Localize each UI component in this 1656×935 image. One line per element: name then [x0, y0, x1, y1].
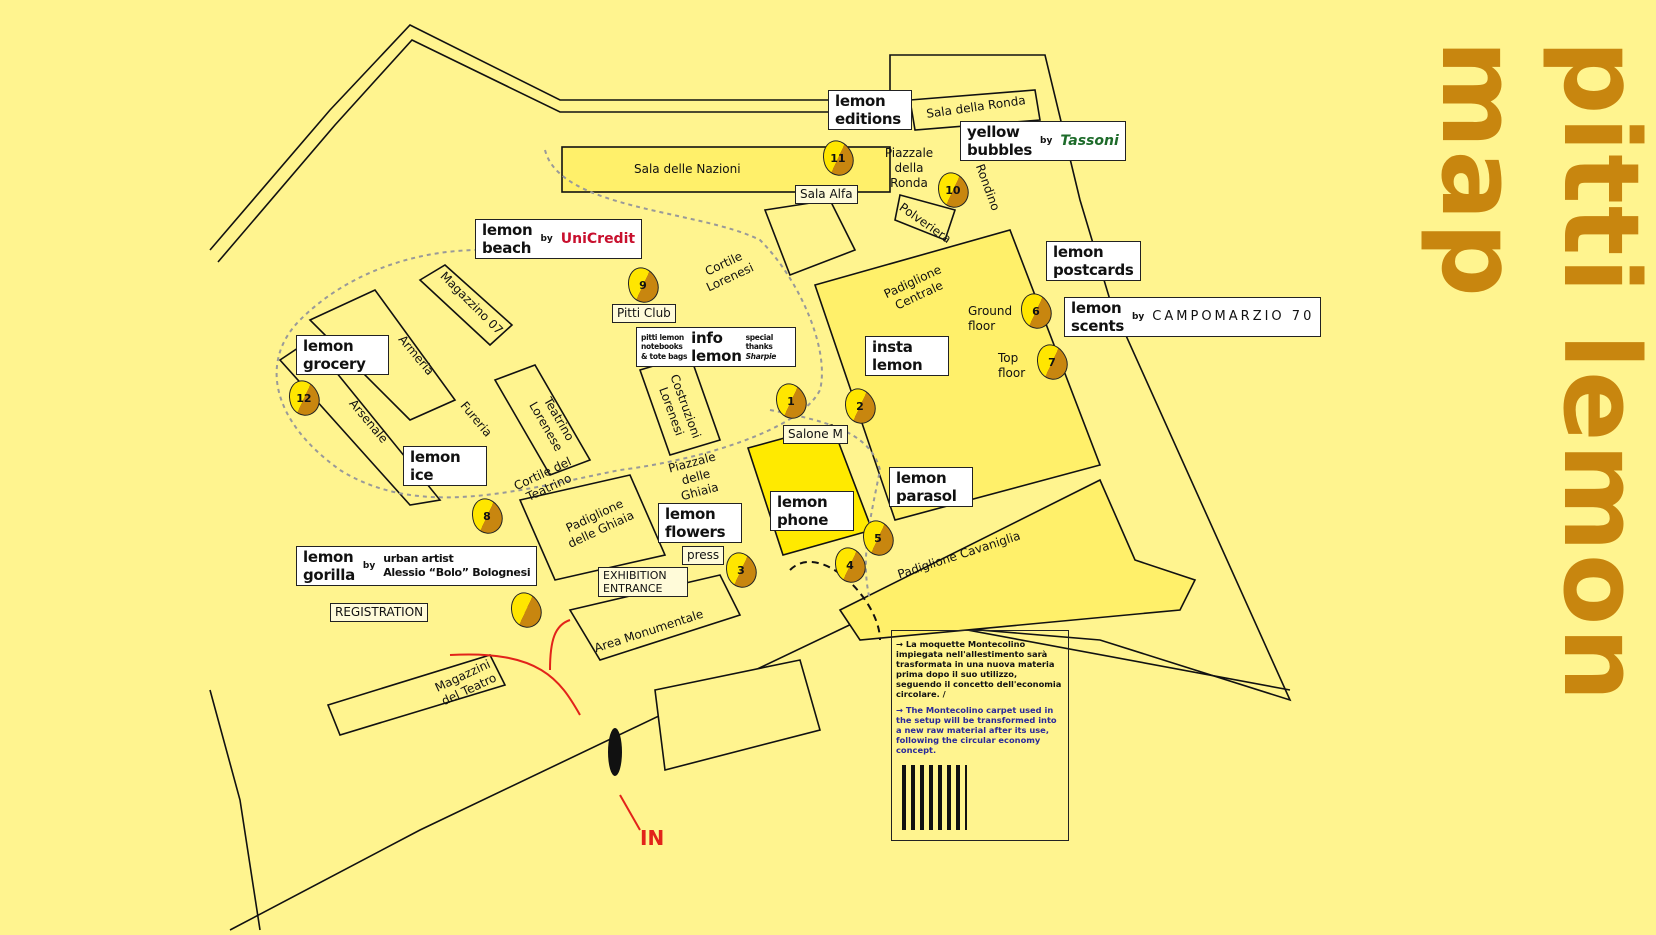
- circular-economy-note: → La moquette Montecolino impiegata nell…: [891, 630, 1069, 841]
- teatrino-building: [493, 364, 592, 476]
- pin-number: 11: [830, 151, 846, 165]
- sign-text: pitti lemon: [641, 332, 684, 342]
- tag-salone-m[interactable]: Salone M: [783, 425, 848, 444]
- magazzini-teatro-building: [326, 654, 507, 736]
- sign-text: phone: [777, 511, 829, 529]
- tag-press[interactable]: press: [682, 546, 725, 565]
- sala-alfa-building: [763, 199, 857, 277]
- sign-text: Alessio “Bolo” Bolognesi: [383, 566, 531, 579]
- sign-text: gorilla: [303, 566, 355, 584]
- pin-number: 10: [945, 183, 961, 197]
- by-text: by: [1131, 311, 1145, 322]
- magazzino-building: [418, 264, 514, 347]
- gate-opening: [608, 728, 622, 776]
- note-english: → The Montecolino carpet used in the set…: [896, 705, 1057, 755]
- salone-m-building: [746, 424, 874, 556]
- by-text: by: [362, 560, 376, 571]
- gate-building: [654, 659, 821, 772]
- path-dotted-2: [769, 409, 882, 601]
- campomarzio-logo: CAMPOMARZIO 70: [1152, 309, 1315, 324]
- polveriera-building: [894, 194, 957, 242]
- area-ground-floor: Ground floor: [968, 304, 1013, 333]
- pin-number: 3: [737, 563, 745, 577]
- by-text: by: [1040, 135, 1053, 146]
- sign-text: lemon: [896, 469, 947, 487]
- sign-text: lemon: [482, 221, 533, 239]
- pin-number: 2: [856, 399, 864, 413]
- route-arrow: [449, 653, 581, 716]
- sign-text: editions: [835, 110, 901, 128]
- sign-text: beach: [482, 239, 532, 257]
- sign-text: lemon: [303, 337, 354, 355]
- pin-number: 9: [639, 278, 647, 292]
- sign-text: lemon: [691, 347, 742, 365]
- sala-ronda-building: [909, 89, 1041, 131]
- sign-text: lemon: [1071, 299, 1122, 317]
- area-piazzale-ronda: Piazzale della Ronda: [884, 146, 934, 190]
- sign-text: & tote bags: [641, 351, 688, 361]
- sign-text: lemon: [665, 505, 716, 523]
- pin-number: 1: [787, 394, 795, 408]
- area-sala-nazioni: Sala delle Nazioni: [634, 162, 741, 176]
- sign-text: urban artist: [383, 552, 454, 565]
- sign-text: notebooks: [641, 342, 683, 352]
- entrance-label: IN: [640, 826, 665, 850]
- pin-number: 7: [1048, 355, 1056, 369]
- sign-text: grocery: [303, 355, 366, 373]
- tassoni-logo: Tassoni: [1060, 132, 1119, 149]
- sign-text: special: [745, 332, 774, 342]
- sign-text: lemon: [835, 92, 886, 110]
- sharpie-logo: Sharpie: [745, 351, 777, 361]
- sign-text: ice: [410, 466, 434, 484]
- area-top-floor: Top floor: [998, 351, 1026, 380]
- sign-text: info: [691, 329, 723, 347]
- sign-text: yellow: [967, 123, 1020, 141]
- unicredit-logo: UniCredit: [560, 230, 636, 247]
- sign-text: flowers: [665, 523, 726, 541]
- sign-text: scents: [1071, 317, 1124, 335]
- fortress-wall-inner: [217, 39, 880, 263]
- pin-number: 12: [296, 391, 312, 405]
- by-text: by: [540, 233, 553, 244]
- note-italian: → La moquette Montecolino impiegata nell…: [896, 639, 1062, 699]
- sign-text: lemon: [777, 493, 828, 511]
- pin-number: 4: [846, 558, 854, 572]
- fortress-wall-outer: [209, 689, 261, 931]
- route-arrow-2: [549, 619, 571, 671]
- pin-number: 5: [874, 531, 882, 545]
- sign-text: parasol: [896, 487, 957, 505]
- sign-text: lemon: [1053, 243, 1104, 261]
- sign-text: bubbles: [967, 141, 1033, 159]
- pin-number: 6: [1032, 304, 1040, 318]
- qr-code[interactable]: [902, 765, 967, 830]
- pad-ghiaia-building: [518, 474, 667, 581]
- pin-number: 8: [483, 509, 491, 523]
- tag-sala-alfa[interactable]: Sala Alfa: [795, 185, 858, 204]
- tag-registration[interactable]: REGISTRATION: [330, 603, 429, 622]
- padiglione-cavaniglia-building: [838, 478, 1197, 641]
- entrance-arrow: [619, 794, 641, 831]
- tag-pitti-club[interactable]: Pitti Club: [612, 304, 676, 323]
- sign-text: lemon: [410, 448, 461, 466]
- page-title: pitti lemon map: [1418, 40, 1656, 704]
- sign-text: postcards: [1053, 261, 1134, 279]
- sign-text: insta: [872, 338, 913, 356]
- tag-exhibition-entrance[interactable]: EXHIBITION ENTRANCE: [598, 567, 688, 597]
- sign-text: lemon: [303, 548, 354, 566]
- sign-text: lemon: [872, 356, 923, 374]
- sign-text: thanks: [745, 342, 773, 352]
